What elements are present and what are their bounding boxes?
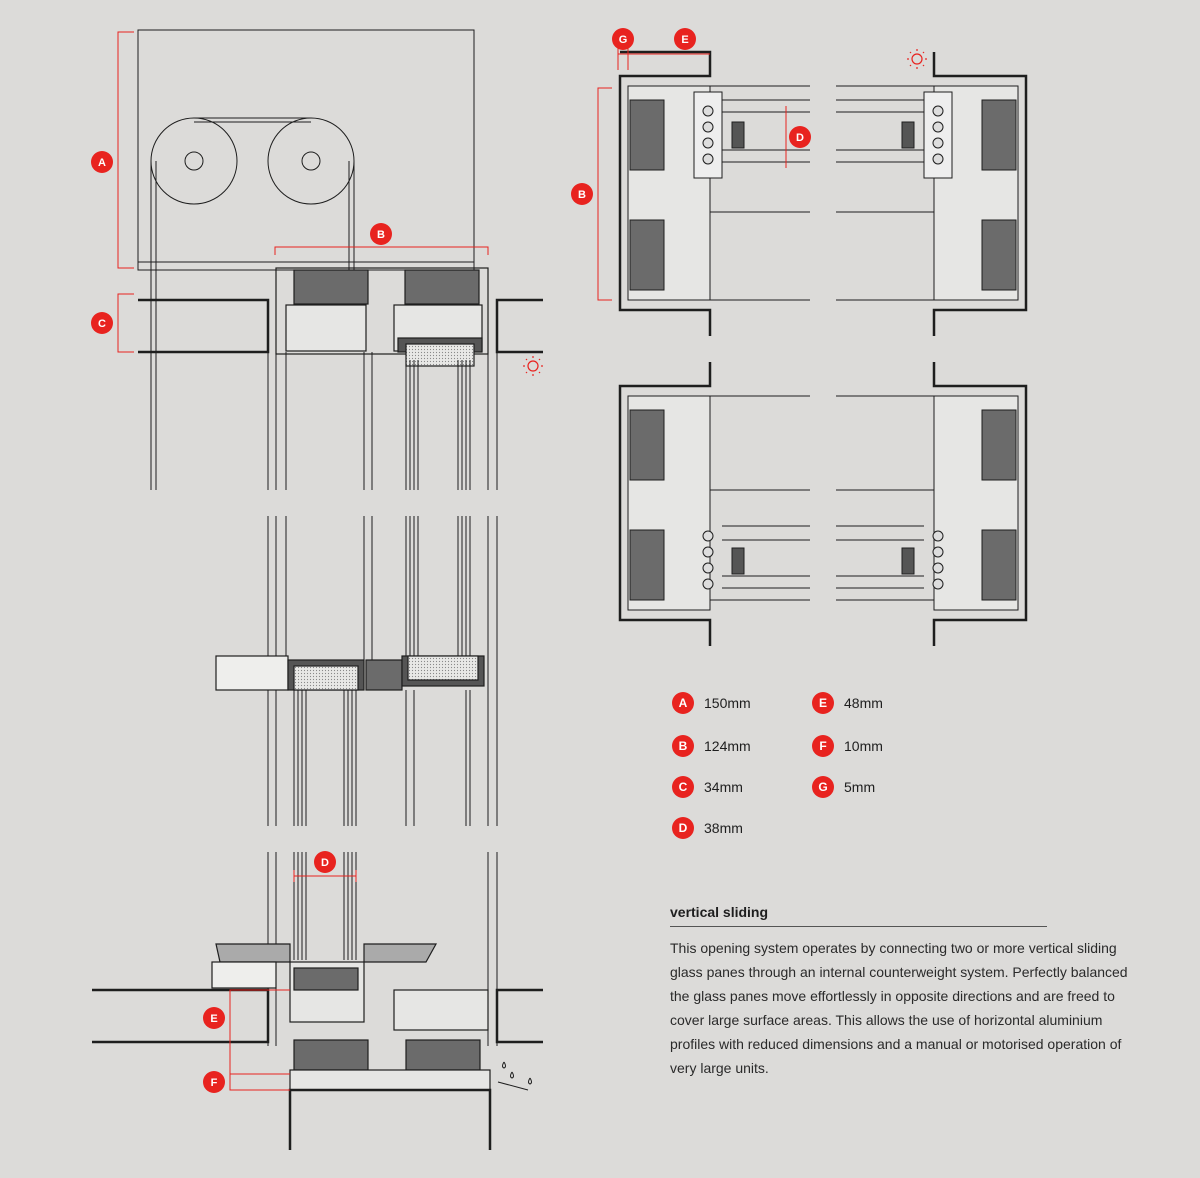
legend-value: 34mm [704,779,743,795]
legend-item-c: C 34mm [672,776,743,798]
legend-value: 10mm [844,738,883,754]
roller-circles-bottom [702,530,944,590]
heading-divider [670,926,1047,927]
legend-badge: A [672,692,694,714]
mid-frame-lines [267,516,498,826]
legend-badge: E [812,692,834,714]
svg-text:B: B [377,229,385,241]
svg-text:G: G [619,34,628,46]
section-heading: vertical sliding [670,904,769,920]
legend-item-f: F 10mm [812,735,883,757]
meeting-rail [215,655,485,691]
description-text: This opening system operates by connecti… [670,940,1128,1076]
legend-item-e: E 48mm [812,692,883,714]
counterweight-housing [137,29,475,271]
callout-f: F [203,1071,225,1093]
legend-item-a: A 150mm [672,692,751,714]
legend-item-b: B 124mm [672,735,751,757]
callout-b-right: B [571,183,593,205]
legend-value: 48mm [844,695,883,711]
sun-icon [523,356,543,376]
pulley-wheels [150,117,355,490]
svg-text:C: C [98,318,106,330]
legend-value: 150mm [704,695,751,711]
callout-d-left: D [314,851,336,873]
vertical-section-drawing [92,29,543,1150]
glass-lines-bottom [710,395,934,601]
callout-d-right: D [789,126,811,148]
water-drops-icon [497,1061,532,1091]
callout-e-right: E [674,28,696,50]
svg-text:A: A [98,157,106,169]
svg-text:B: B [578,189,586,201]
callout-c: C [91,312,113,334]
horizontal-section-drawing-top [618,50,1028,336]
roller-circles-top [702,105,944,165]
head-frame-profile [275,267,489,367]
legend-badge: F [812,735,834,757]
legend-value: 38mm [704,820,743,836]
wall-outline-bottom [618,362,1028,646]
callout-b: B [370,223,392,245]
callout-a: A [91,151,113,173]
sill-profile [211,943,491,1091]
wall-bottom [92,988,543,1150]
sun-icon [907,49,927,69]
legend-badge: G [812,776,834,798]
legend-badge: B [672,735,694,757]
dimension-lines-left [117,31,489,1091]
svg-text:E: E [210,1013,217,1025]
svg-text:D: D [796,132,804,144]
svg-text:E: E [681,34,688,46]
svg-text:F: F [211,1077,218,1089]
callout-g: G [612,28,634,50]
legend-badge: C [672,776,694,798]
dimension-lines-right [597,46,787,301]
glass-lines-top [710,85,934,301]
callout-e-left: E [203,1007,225,1029]
legend-value: 124mm [704,738,751,754]
legend-badge: D [672,817,694,839]
legend-item-d: D 38mm [672,817,743,839]
legend-value: 5mm [844,779,876,795]
vertical-frame-lines [267,352,498,490]
svg-text:D: D [321,857,329,869]
dimension-legend: A 150mm B 124mm C 34mm D 38mm E 48mm F 1… [672,692,972,842]
wall-top [138,298,543,354]
legend-item-g: G 5mm [812,776,875,798]
wall-outline-top [618,50,1028,336]
horizontal-section-drawing-bottom [618,362,1028,646]
